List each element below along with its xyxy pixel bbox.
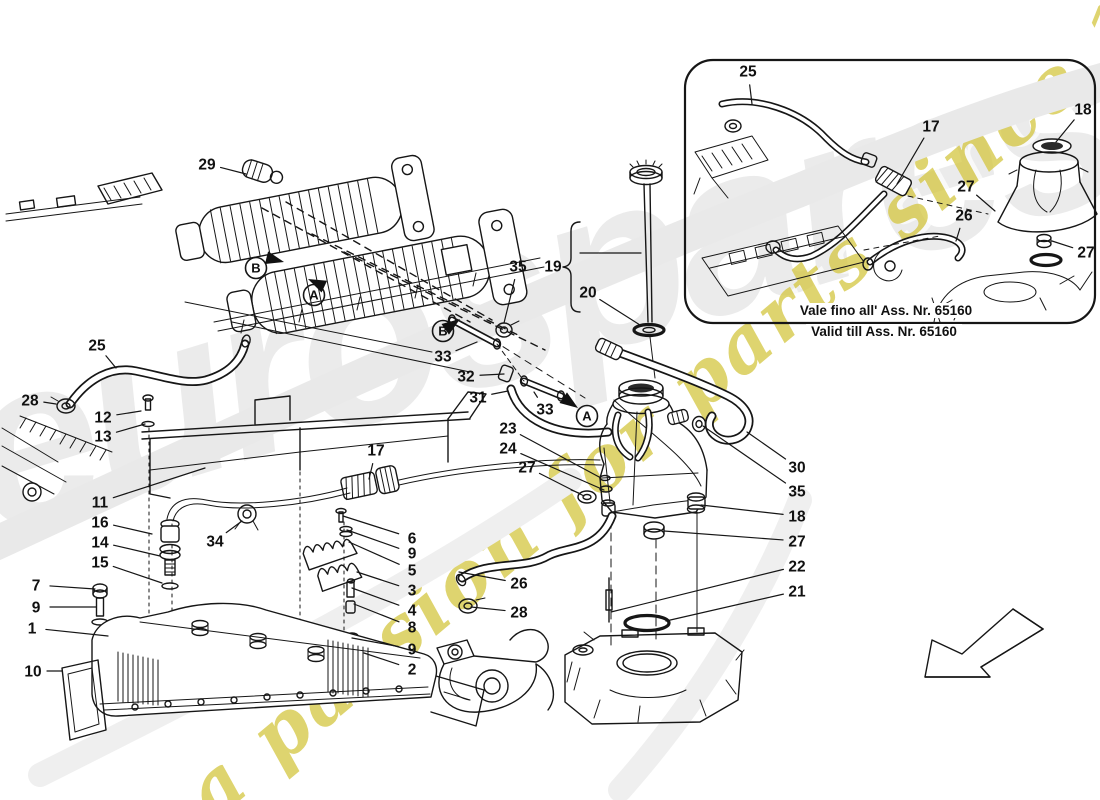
callout-6: 6 bbox=[408, 531, 417, 548]
sensor-29 bbox=[241, 159, 284, 185]
bracket-19 bbox=[562, 221, 581, 313]
callout-15: 15 bbox=[91, 555, 109, 572]
vent-pipes bbox=[447, 314, 613, 438]
callout-16: 16 bbox=[91, 515, 109, 532]
callout-32: 32 bbox=[457, 369, 474, 386]
callout-21: 21 bbox=[788, 584, 806, 601]
callout-25: 25 bbox=[88, 338, 106, 355]
svg-text:A: A bbox=[582, 409, 592, 424]
callout-34: 34 bbox=[206, 534, 224, 551]
callout-5: 5 bbox=[408, 563, 417, 580]
callout-9: 9 bbox=[408, 642, 417, 659]
callout-10: 10 bbox=[24, 664, 41, 681]
callout-12: 12 bbox=[94, 410, 111, 427]
oil-cooler-assembly bbox=[1, 334, 603, 741]
callout-28: 28 bbox=[21, 393, 39, 410]
callout-1: 1 bbox=[28, 621, 37, 638]
callout-25: 25 bbox=[739, 64, 757, 81]
callout-26: 26 bbox=[510, 576, 528, 593]
callout-9: 9 bbox=[32, 600, 41, 617]
callout-28: 28 bbox=[510, 605, 528, 622]
callout-22: 22 bbox=[788, 559, 805, 576]
exhaust-manifolds bbox=[5, 154, 586, 399]
callout-8: 8 bbox=[408, 620, 417, 637]
callout-24: 24 bbox=[499, 441, 517, 458]
callout-3: 3 bbox=[408, 583, 417, 600]
callout-18: 18 bbox=[788, 509, 806, 526]
callout-33: 33 bbox=[434, 349, 452, 366]
view-direction-arrow bbox=[264, 251, 284, 264]
inset-note-italian: Vale fino all' Ass. Nr. 65160 bbox=[794, 303, 978, 318]
callout-27: 27 bbox=[1077, 245, 1094, 262]
view-marker-A: A bbox=[559, 392, 599, 428]
callout-11: 11 bbox=[92, 495, 109, 512]
o-ring-21 bbox=[623, 613, 671, 633]
callout-7: 7 bbox=[32, 578, 41, 595]
callout-18: 18 bbox=[1074, 102, 1092, 119]
svg-text:B: B bbox=[251, 261, 260, 276]
callout-13: 13 bbox=[94, 429, 112, 446]
callout-35: 35 bbox=[509, 259, 527, 276]
callout-35: 35 bbox=[788, 484, 806, 501]
callout-33: 33 bbox=[536, 402, 554, 419]
callout-19: 19 bbox=[544, 259, 562, 276]
inset-note-english: Valid till Ass. Nr. 65160 bbox=[806, 324, 962, 339]
callout-27: 27 bbox=[518, 460, 535, 477]
dipstick bbox=[562, 159, 666, 379]
callout-23: 23 bbox=[499, 421, 517, 438]
oil-tank bbox=[570, 337, 754, 651]
callout-30: 30 bbox=[788, 460, 805, 477]
callout-9: 9 bbox=[408, 546, 417, 563]
callout-26: 26 bbox=[955, 208, 973, 225]
view-marker-A: A bbox=[302, 279, 328, 307]
callout-27: 27 bbox=[957, 179, 974, 196]
callout-20: 20 bbox=[579, 285, 596, 302]
callout-2: 2 bbox=[408, 662, 417, 679]
callout-17: 17 bbox=[922, 119, 939, 136]
hose-26-and-pump bbox=[436, 511, 617, 713]
callout-27: 27 bbox=[788, 534, 805, 551]
callout-31: 31 bbox=[469, 390, 487, 407]
callout-29: 29 bbox=[198, 157, 216, 174]
svg-text:B: B bbox=[438, 324, 447, 339]
callout-14: 14 bbox=[91, 535, 109, 552]
callout-17: 17 bbox=[367, 443, 384, 460]
view-marker-B: B bbox=[244, 251, 284, 280]
sump bbox=[564, 627, 745, 725]
view-marker-B: B bbox=[431, 319, 460, 343]
view-direction-arrow bbox=[441, 319, 460, 335]
view-direction-arrow bbox=[308, 279, 328, 293]
direction-arrow bbox=[924, 608, 1044, 678]
callout-4: 4 bbox=[408, 603, 417, 620]
view-direction-arrow bbox=[559, 392, 578, 408]
inset-box bbox=[683, 58, 1098, 325]
svg-text:A: A bbox=[309, 288, 319, 303]
